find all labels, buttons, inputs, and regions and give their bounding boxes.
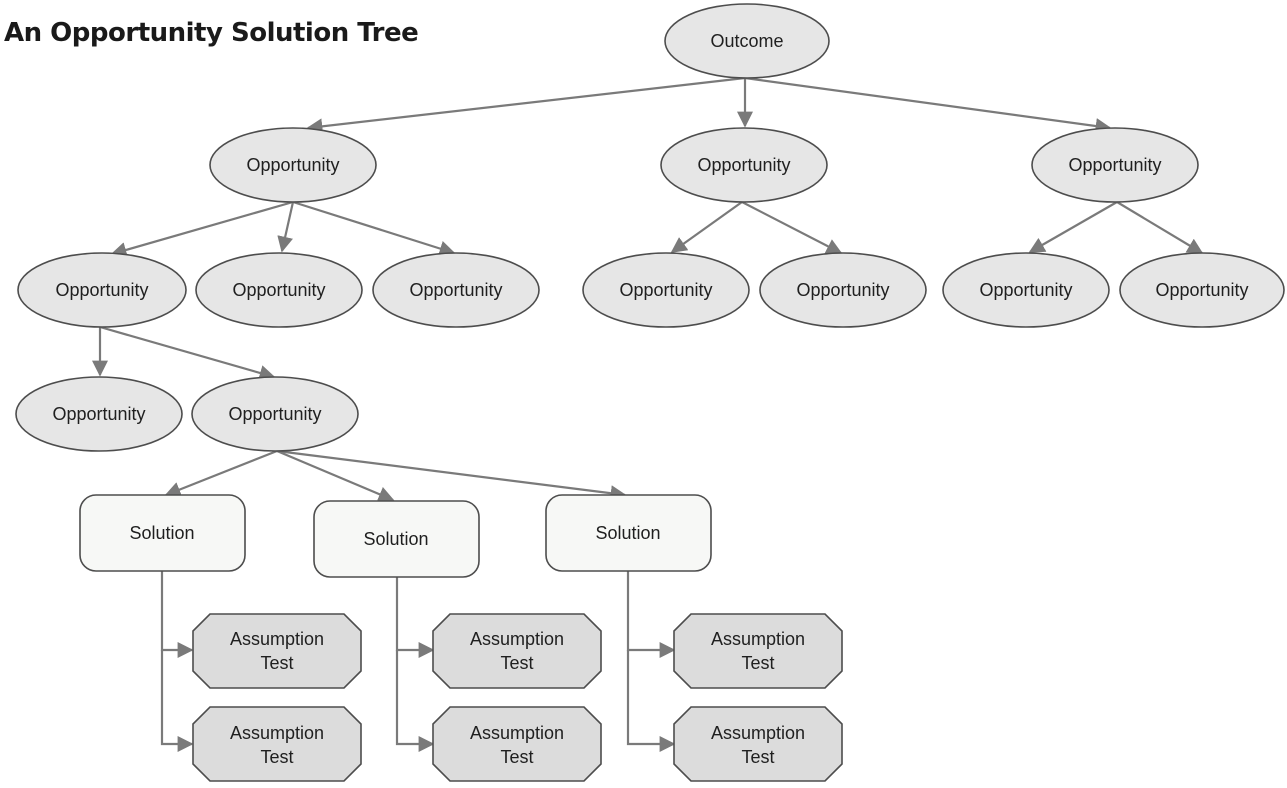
assumption-test-line2: Test [741, 653, 774, 673]
edge-solution-1-test-1b [160, 650, 194, 752]
assumption-test-3a: Assumption Test [673, 613, 843, 689]
assumption-test-line1: Assumption [230, 723, 324, 743]
edge-opp-b-opp-b2 [741, 201, 843, 254]
edge-solution-3-test-3b [626, 650, 676, 752]
opportunity-label: Opportunity [55, 280, 148, 300]
solution-node-3: Solution [545, 494, 712, 572]
solution-node-2: Solution [313, 500, 480, 578]
opportunity-node-b1: Opportunity [582, 252, 750, 328]
assumption-test-1b: Assumption Test [192, 706, 362, 782]
assumption-test-2a: Assumption Test [432, 613, 602, 689]
solution-label: Solution [129, 523, 194, 543]
opportunity-label: Opportunity [619, 280, 712, 300]
outcome-label: Outcome [710, 31, 783, 51]
opportunity-node-b2: Opportunity [759, 252, 927, 328]
opportunity-label: Opportunity [52, 404, 145, 424]
assumption-test-line2: Test [260, 653, 293, 673]
assumption-test-line2: Test [260, 747, 293, 767]
assumption-test-1a: Assumption Test [192, 613, 362, 689]
opportunity-label: Opportunity [246, 155, 339, 175]
assumption-test-line2: Test [741, 747, 774, 767]
opportunity-label: Opportunity [979, 280, 1072, 300]
opportunity-node-a1b: Opportunity [191, 376, 359, 452]
edge-solution-1-test-1a [160, 571, 194, 658]
edge-opp-a-opp-a2 [277, 201, 295, 253]
edge-solution-2-test-2a [395, 577, 435, 658]
opportunity-label: Opportunity [1155, 280, 1248, 300]
diagram-title: An Opportunity Solution Tree [4, 18, 419, 48]
opportunity-label: Opportunity [232, 280, 325, 300]
edges [92, 76, 1204, 752]
opportunity-node-c1: Opportunity [942, 252, 1110, 328]
assumption-test-line1: Assumption [711, 723, 805, 743]
opportunity-label: Opportunity [228, 404, 321, 424]
assumption-test-line1: Assumption [230, 629, 324, 649]
opportunity-node-a3: Opportunity [372, 252, 540, 328]
edge-solution-3-test-3a [626, 571, 676, 658]
assumption-test-line1: Assumption [711, 629, 805, 649]
assumption-test-2b: Assumption Test [432, 706, 602, 782]
opportunity-label: Opportunity [1068, 155, 1161, 175]
opportunity-label: Opportunity [697, 155, 790, 175]
solution-label: Solution [363, 529, 428, 549]
edge-opp-a-opp-a3 [292, 200, 456, 257]
edge-opp-c-opp-c1 [1028, 201, 1118, 253]
opportunity-label: Opportunity [796, 280, 889, 300]
edge-opp-c-opp-c2 [1116, 201, 1204, 254]
opportunity-node-a: Opportunity [209, 127, 377, 203]
edge-outcome-opp-c [744, 76, 1112, 134]
solution-node-1: Solution [79, 494, 246, 572]
opportunity-node-a1a: Opportunity [15, 376, 183, 452]
edge-outcome-opp-a [306, 76, 746, 135]
assumption-test-line2: Test [500, 747, 533, 767]
opportunity-label: Opportunity [409, 280, 502, 300]
assumption-test-line1: Assumption [470, 629, 564, 649]
opportunity-node-b: Opportunity [660, 127, 828, 203]
edge-opp-a1-opp-a1b [99, 325, 276, 381]
opportunity-node-c: Opportunity [1031, 127, 1199, 203]
edge-opp-a-opp-a1 [110, 200, 294, 258]
outcome-node: Outcome [664, 3, 830, 79]
edge-solution-2-test-2b [395, 650, 435, 752]
edge-opp-a1b-solution-2 [276, 449, 395, 502]
edge-opp-a1b-solution-3 [276, 449, 627, 502]
opportunity-node-c2: Opportunity [1119, 252, 1285, 328]
solution-label: Solution [595, 523, 660, 543]
assumption-test-3b: Assumption Test [673, 706, 843, 782]
assumption-test-line1: Assumption [470, 723, 564, 743]
edge-opp-b-opp-b1 [670, 201, 743, 253]
assumption-test-line2: Test [500, 653, 533, 673]
opportunity-node-a1: Opportunity [17, 252, 187, 328]
edge-opp-a1b-solution-1 [164, 449, 278, 498]
opportunity-node-a2: Opportunity [195, 252, 363, 328]
